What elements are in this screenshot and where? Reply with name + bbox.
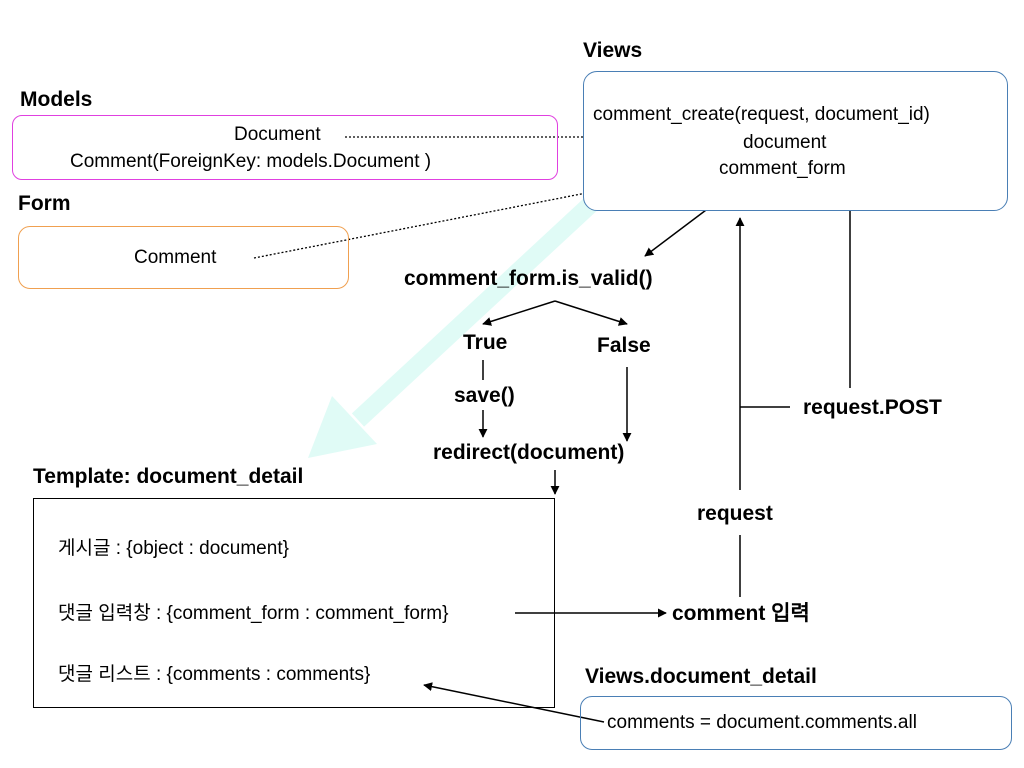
arrow-branch-false	[554, 300, 628, 326]
request-label: request	[697, 502, 773, 525]
views-document: document	[743, 132, 827, 153]
true-label: True	[463, 331, 508, 354]
models-document: Document	[234, 124, 321, 145]
highlight-arrow	[308, 196, 599, 458]
template-object-row: 게시글 : {object : document}	[58, 538, 289, 559]
template-comments-row: 댓글 리스트 : {comments : comments}	[58, 664, 371, 685]
request-post-label: request.POST	[803, 396, 942, 419]
form-title: Form	[18, 192, 71, 215]
views-detail-title: Views.document_detail	[585, 665, 817, 688]
views-comment-form: comment_form	[719, 158, 846, 179]
models-title: Models	[20, 88, 93, 111]
save-label: save()	[454, 384, 515, 407]
views-box	[583, 71, 1008, 211]
views-comment-create: comment_create(request, document_id)	[593, 104, 930, 125]
models-box	[12, 115, 558, 180]
views-detail-box	[580, 696, 1012, 750]
form-comment: Comment	[134, 247, 217, 268]
views-title: Views	[583, 39, 643, 62]
is-valid-label: comment_form.is_valid()	[404, 267, 653, 290]
template-comment-form-row: 댓글 입력창 : {comment_form : comment_form}	[58, 603, 449, 624]
redirect-label: redirect(document)	[433, 441, 625, 464]
template-box	[33, 498, 555, 708]
template-title: Template: document_detail	[33, 465, 304, 488]
form-box	[18, 226, 349, 289]
false-label: False	[597, 334, 651, 357]
arrow-branch-true	[482, 300, 556, 326]
arrow-detail-to-comments	[423, 682, 605, 723]
views-detail-comments: comments = document.comments.all	[607, 712, 917, 733]
comment-input-label: comment 입력	[672, 602, 810, 625]
models-comment: Comment(ForeignKey: models.Document )	[70, 151, 432, 172]
